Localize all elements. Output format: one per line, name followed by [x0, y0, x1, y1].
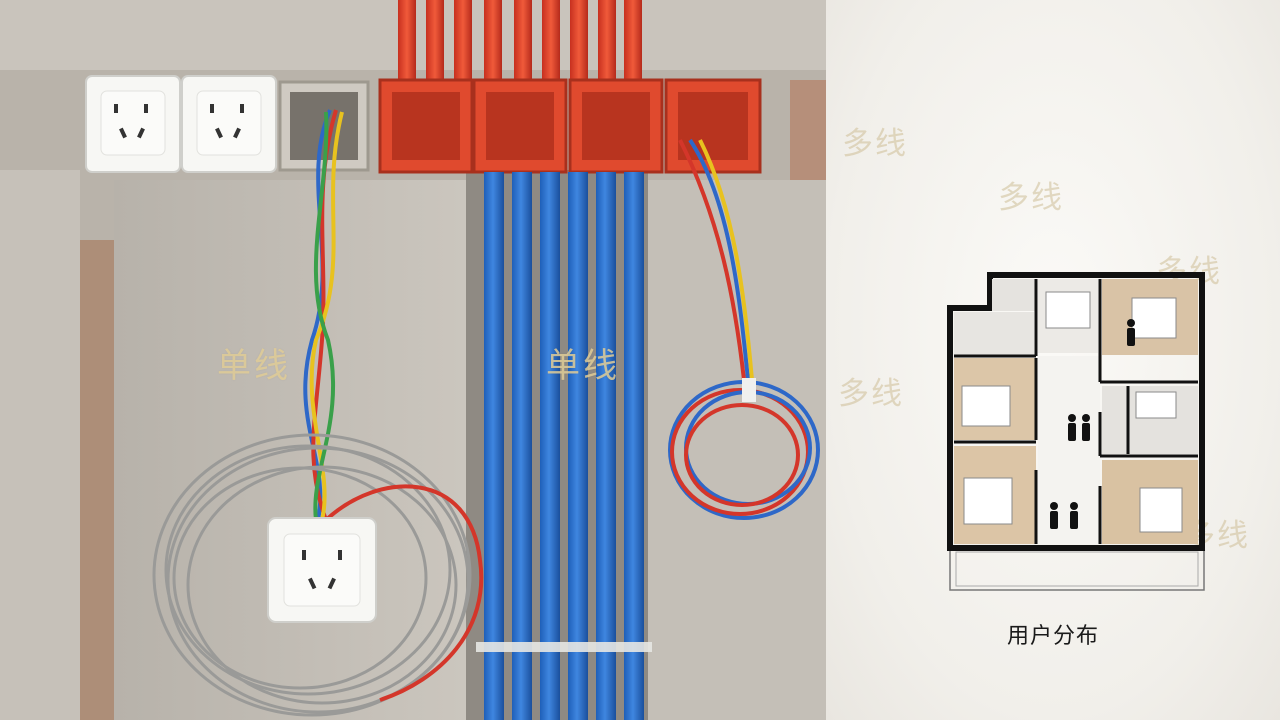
- floorplan-rooms: [954, 279, 1198, 544]
- wall-socket-1: [85, 75, 181, 173]
- grey-cable-coil: [152, 433, 472, 717]
- junction-boxes: [378, 78, 762, 174]
- label-single-line-left: 单线: [217, 346, 291, 386]
- blue-conduits: [476, 172, 652, 720]
- watermark-multi-line: 多线: [838, 376, 904, 412]
- watermark-multi-line: 多线: [998, 180, 1064, 216]
- red-conduits: [398, 0, 642, 82]
- floorplan-caption: 用户分布: [1006, 624, 1099, 649]
- floating-socket: [267, 517, 377, 623]
- people-icons: [1050, 319, 1135, 529]
- wiring-photo: 单线 单线: [0, 0, 826, 720]
- wiring-illustration: [0, 0, 826, 720]
- watermark-multi-line: 多线: [842, 126, 908, 162]
- right-wire-coil: [668, 138, 820, 520]
- floorplan-drawing: [947, 272, 1205, 591]
- floorplan-panel: 多线 多线 多线 多线 多线: [826, 0, 1280, 720]
- wall-socket-2: [181, 75, 277, 173]
- label-single-line-center: 单线: [546, 346, 620, 386]
